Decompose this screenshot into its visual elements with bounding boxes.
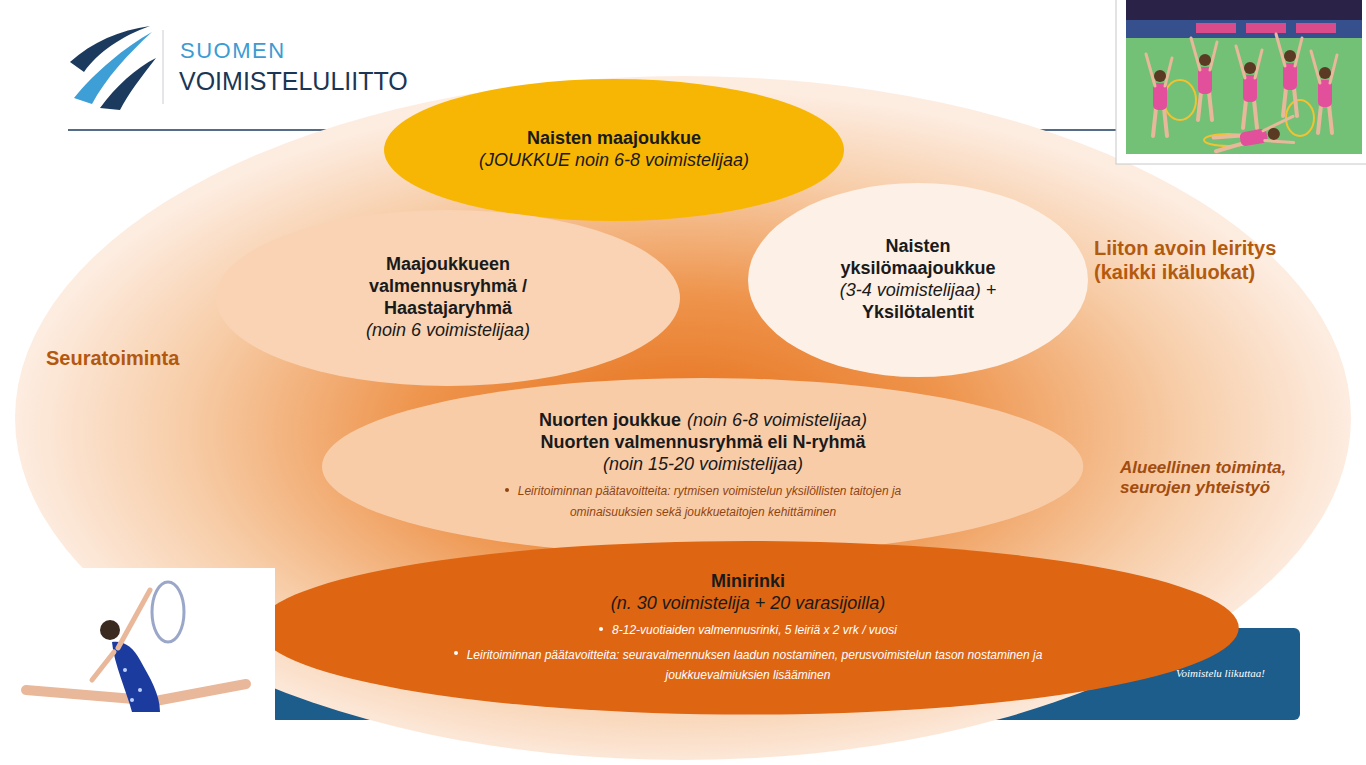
text-line: (noin 15-20 voimistelijaa) [453,454,953,476]
region-label-holder: Alueellinen toiminta, seurojen yhteistyö [1120,458,1305,499]
region-label-holder: Seuratoiminta [46,346,276,370]
text-line: Leiritoiminnan päätavoitteita: rytmisen … [478,480,928,522]
text-line: (JOUKKUE noin 6-8 voimistelijaa) [444,150,784,172]
ellipse-fill [322,378,1083,555]
text-line: Nuorten joukkue (noin 6-8 voimistelijaa) [453,410,953,432]
bullet-dot [454,651,458,655]
text-line: Naisten yksilömaajoukkue [816,236,1021,280]
ellipse-fill [216,210,680,386]
ellipse-fill [258,541,1239,715]
bullet-dot [599,627,603,631]
logo-divider [163,30,164,104]
region-label: Seuratoiminta [46,347,179,369]
node-note: (noin 6 voimistelijaa) [366,320,530,340]
node-note: (n. 30 voimistelija + 20 varasijoilla) [611,593,886,613]
text-line: (noin 6 voimistelijaa) [353,320,543,342]
bullet-text: Leiritoiminnan päätavoitteita: seuravalm… [467,648,1043,683]
group-ellipse: Maajoukkueen valmennusryhmä / Haastajary… [216,210,680,386]
bullet-text: 8-12-vuotiaiden valmennusrinki, 5 leiriä… [612,623,897,637]
team-ellipse: Naisten maajoukkue(JOUKKUE noin 6-8 voim… [384,79,844,221]
label-holder: Voimistelu liikuttaa! [1176,662,1265,681]
logo-text: SUOMEN [180,38,286,63]
group-ellipse: Naisten yksilömaajoukkue(3-4 voimistelij… [748,183,1088,377]
node-content: Naisten yksilömaajoukkue(3-4 voimistelij… [816,236,1021,324]
text-line: Minirinki [438,571,1058,593]
text-line: 8-12-vuotiaiden valmennusrinki, 5 leiriä… [448,619,1048,640]
ellipse-fill [15,76,1351,760]
node-note: (noin 15-20 voimistelijaa) [603,454,803,474]
logo-text: VOIMISTELULIITTO [179,67,408,95]
region-label: Liiton avoin leiritys (kaikki ikäluokat) [1094,237,1276,283]
text-line: (n. 30 voimistelija + 20 varasijoilla) [438,593,1058,615]
node-note: (JOUKKUE noin 6-8 voimistelijaa) [479,150,749,170]
region-label: Alueellinen toiminta, seurojen yhteistyö [1120,458,1286,497]
region-label-holder: Liiton avoin leiritys (kaikki ikäluokat) [1094,236,1284,284]
group-ellipse: Minirinki(n. 30 voimistelija + 20 varasi… [258,541,1239,715]
node-heading: Yksilötalentit [862,302,974,322]
node-content: Nuorten joukkue (noin 6-8 voimistelijaa)N… [453,410,953,521]
node-content: Naisten maajoukkue(JOUKKUE noin 6-8 voim… [444,128,784,172]
node-heading: Nuorten valmennusryhmä eli N-ryhmä [540,432,865,452]
logo-mark [70,26,156,110]
ellipse-fill [748,183,1088,377]
ellipse-fill [384,79,844,221]
text-line: Nuorten valmennusryhmä eli N-ryhmä [453,432,953,454]
node-note: (3-4 voimistelijaa) + [840,280,997,300]
group-ellipse: Nuorten joukkue (noin 6-8 voimistelijaa)N… [322,378,1083,555]
text-line: Naisten maajoukkue [444,128,784,150]
text-line: (3-4 voimistelijaa) + [816,280,1021,302]
text-line: Maajoukkueen valmennusryhmä / Haastajary… [353,254,543,320]
label-holder: SUOMEN [180,38,286,64]
node-heading: Maajoukkueen valmennusryhmä / Haastajary… [369,254,527,318]
label-holder: VOIMISTELULIITTO [179,66,408,96]
node-content: Maajoukkueen valmennusryhmä / Haastajary… [353,254,543,342]
text-line: Yksilötalentit [816,302,1021,324]
node-note: (noin 6-8 voimistelijaa) [687,410,867,430]
node-content: Minirinki(n. 30 voimistelija + 20 varasi… [438,571,1058,685]
node-heading: Nuorten joukkue [539,410,681,430]
team-photo [1116,0,1366,164]
node-heading: Naisten maajoukkue [527,128,701,148]
node-heading: Minirinki [711,571,785,591]
gymnast-photo [10,568,275,763]
slogan: Voimistelu liikuttaa! [1176,667,1265,679]
bullet-dot [505,488,509,492]
bullet-text: Leiritoiminnan päätavoitteita: rytmisen … [518,484,902,519]
node-heading: Naisten yksilömaajoukkue [840,236,995,278]
text-line: Leiritoiminnan päätavoitteita: seuravalm… [448,644,1048,686]
